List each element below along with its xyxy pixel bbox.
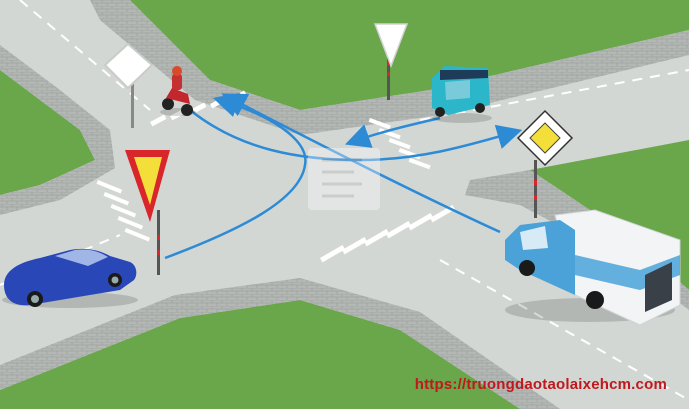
sidewalk-bottom bbox=[0, 278, 560, 409]
center-logo-mark bbox=[308, 148, 380, 210]
motorbike bbox=[160, 66, 196, 116]
sidewalk-left bbox=[0, 45, 115, 215]
sidewalk-right bbox=[465, 170, 689, 310]
grass-bottom bbox=[0, 300, 520, 409]
priority-road-sign bbox=[516, 109, 574, 218]
white-van bbox=[505, 209, 681, 326]
watermark-url: https://truongdaotaolaixehcm.com bbox=[414, 376, 667, 393]
three-wheeler bbox=[432, 66, 492, 123]
arrow-motorbike-straight bbox=[189, 109, 523, 162]
give-way-sign-top bbox=[373, 23, 409, 100]
grass-top bbox=[120, 0, 689, 110]
crosswalks bbox=[96, 90, 456, 263]
arrow-van-straight bbox=[221, 93, 501, 234]
crosswalk-bottom-right bbox=[320, 204, 456, 263]
arrow-car-left-turn bbox=[164, 93, 307, 260]
grass-left bbox=[0, 70, 95, 195]
give-way-sign-left bbox=[125, 150, 170, 275]
blue-car bbox=[2, 248, 138, 308]
sign-give-way-top-left bbox=[103, 42, 154, 128]
direction-arrows bbox=[164, 93, 523, 260]
crosswalk-left bbox=[96, 180, 151, 242]
arrow-tuktuk bbox=[344, 116, 441, 148]
